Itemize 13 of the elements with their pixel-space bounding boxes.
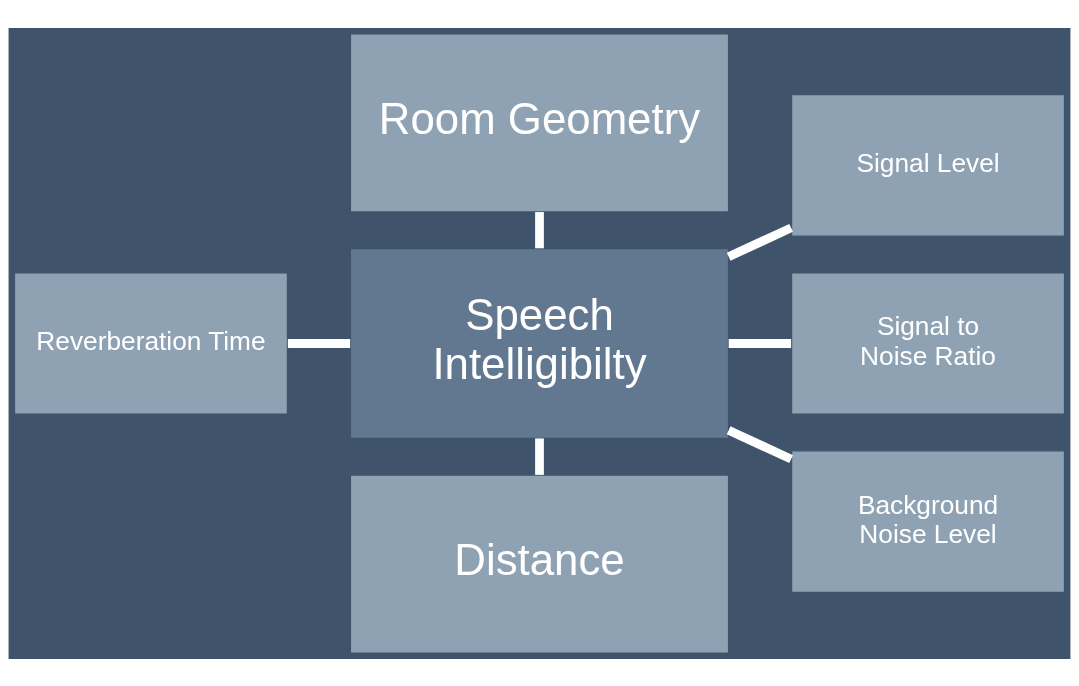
node-box: Signal Level <box>790 93 1066 237</box>
node-box: Distance <box>349 473 730 654</box>
connector <box>726 425 793 463</box>
connector <box>535 211 544 248</box>
node-box: Reverberation Time <box>13 271 289 415</box>
connector <box>535 437 544 475</box>
connector <box>728 338 792 348</box>
node-box: Background Noise Level <box>790 449 1066 593</box>
node-box: Speech Intelligibilty <box>349 247 730 439</box>
connector <box>287 338 351 348</box>
node-box: Signal to Noise Ratio <box>790 271 1066 415</box>
connector <box>726 223 793 261</box>
node-box: Room Geometry <box>349 32 730 213</box>
